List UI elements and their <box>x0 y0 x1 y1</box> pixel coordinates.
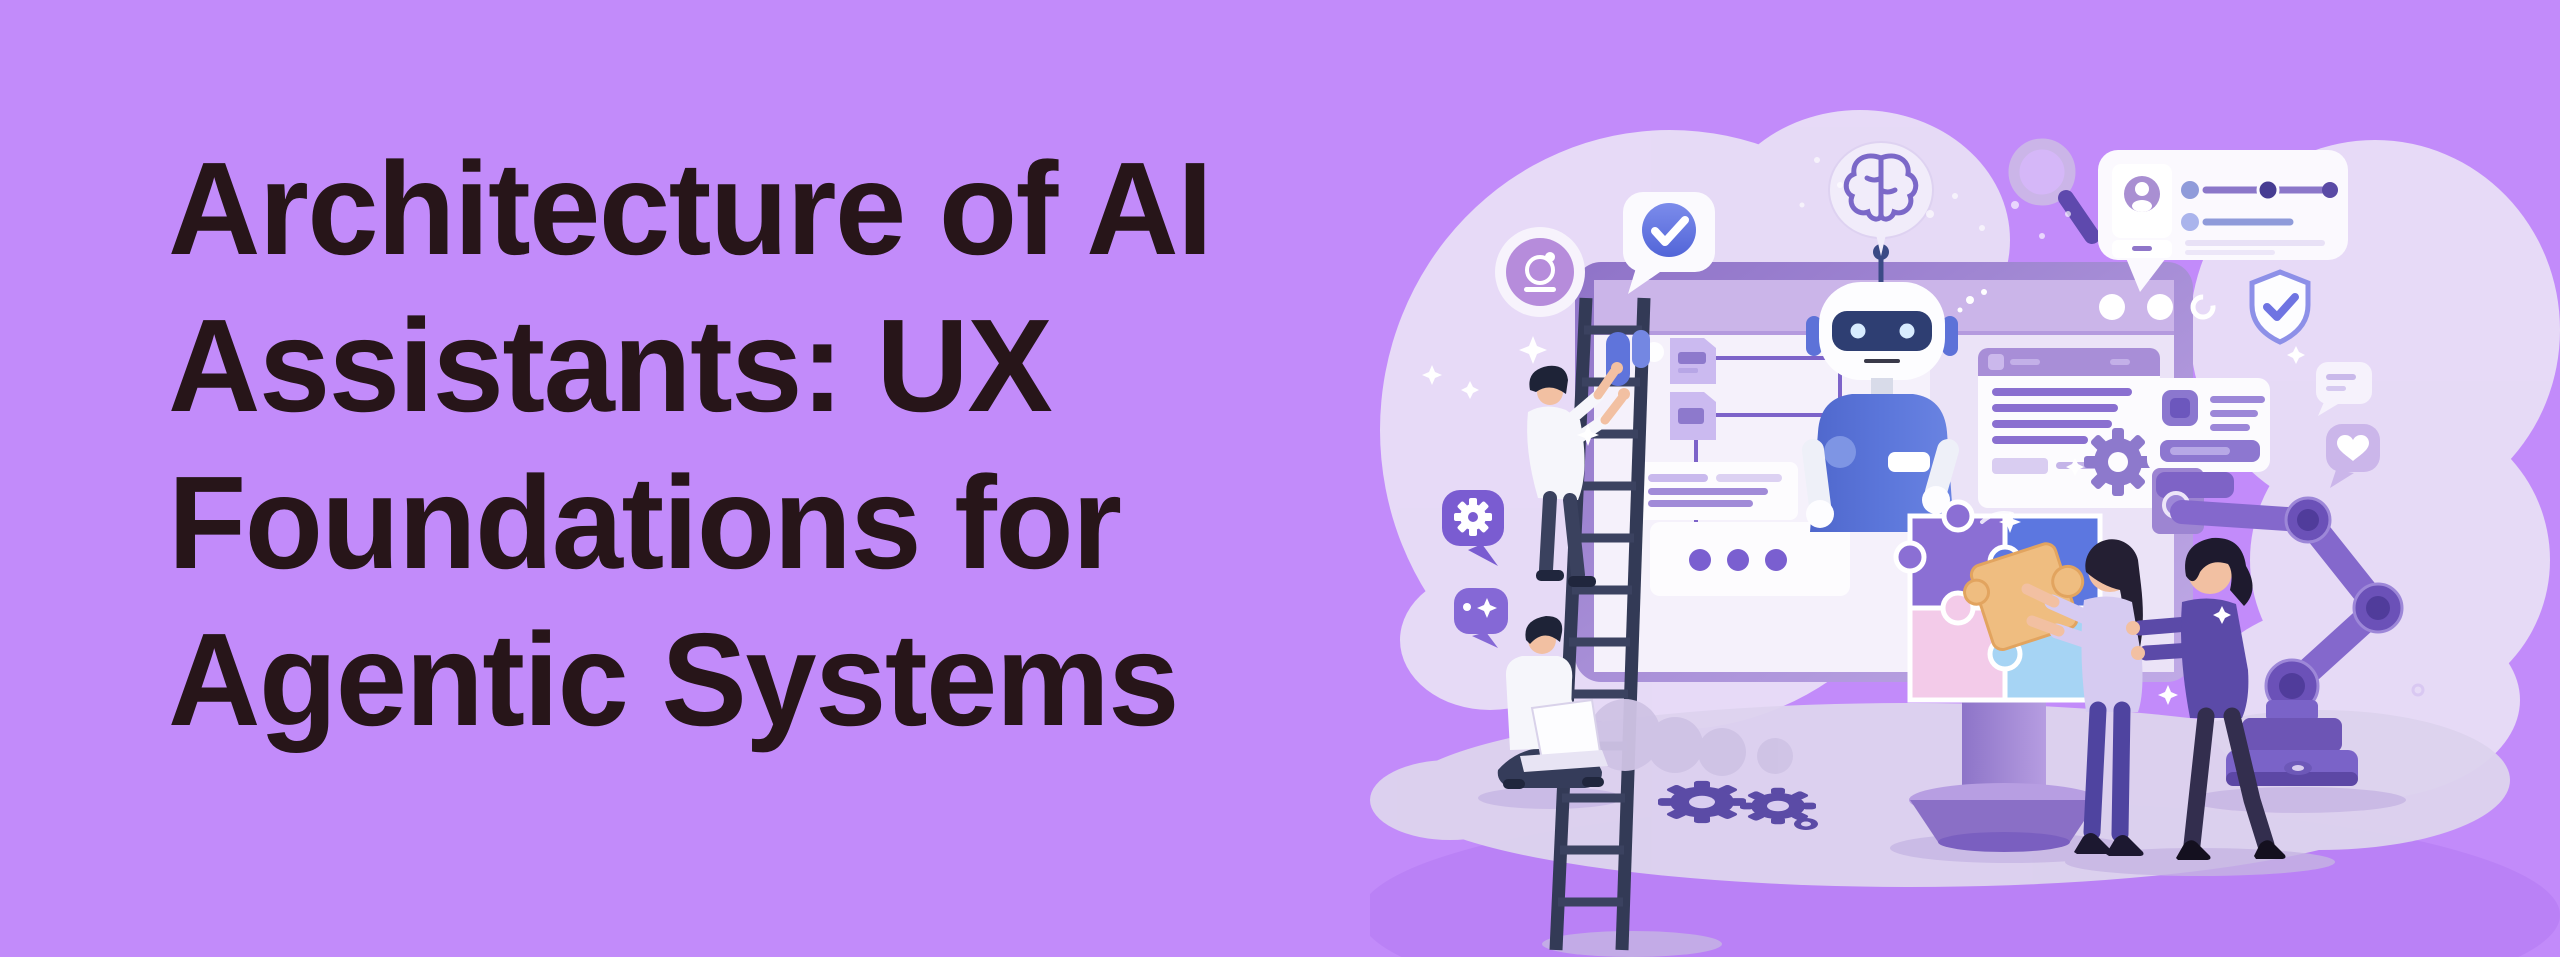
sparkle-bubble-icon <box>1454 588 1508 648</box>
robot-ear <box>1806 316 1822 356</box>
person-climbing-ladder <box>1527 362 1630 587</box>
robot-eye <box>1850 323 1866 339</box>
title-line-2: Assistants: UX <box>168 292 1053 439</box>
title-line-4: Agentic Systems <box>168 606 1179 753</box>
gear-bubble-icon <box>1442 490 1504 566</box>
window-ring-icon <box>2190 294 2216 320</box>
magnifier-icon <box>2008 138 2100 244</box>
robotic-arm <box>2156 472 2404 786</box>
slider-knob <box>2256 178 2280 202</box>
settings-sliders-card <box>2098 150 2348 292</box>
screen-sparkle-dots <box>1957 289 1987 313</box>
title-line-3: Foundations for <box>168 449 1122 596</box>
laptop <box>1520 698 1608 772</box>
ground-gears <box>1658 761 2312 830</box>
window-dot-icon <box>2147 294 2173 320</box>
document-panel <box>1978 348 2160 508</box>
robot-visor <box>1832 311 1932 351</box>
check-bubble-icon <box>1623 192 1715 294</box>
ellipsis-card <box>1650 522 1850 596</box>
sparkles <box>1422 157 2425 705</box>
chat-bubble-icon <box>2316 362 2372 416</box>
robot-mascot <box>1802 244 1958 532</box>
brain-icon <box>1828 141 1934 256</box>
ground-shadows <box>1478 787 2406 957</box>
text-card <box>1636 462 1798 520</box>
robot-hand <box>1806 500 1834 528</box>
window-dot-icon <box>2099 294 2125 320</box>
robot-ear <box>1942 316 1958 356</box>
cloud-puffs <box>1589 699 1793 776</box>
title-line-1: Architecture of AI <box>168 135 1213 282</box>
robot-hand <box>1922 486 1950 514</box>
person-woman-light-top <box>2021 539 2144 856</box>
person-sitting-laptop <box>1497 616 1608 789</box>
robot-torso <box>1810 394 1954 532</box>
robot-eye <box>1899 323 1915 339</box>
heart-bubble-icon <box>2326 424 2380 488</box>
banner-title: Architecture of AI Assistants: UX Founda… <box>168 130 1213 758</box>
shield-check-icon <box>2249 269 2311 345</box>
illustration-svg <box>1370 110 2560 957</box>
assistant-badge-icon <box>1495 227 1585 317</box>
hero-illustration <box>1370 0 2560 957</box>
robot-arm-over-puzzle <box>1922 439 1959 514</box>
person-woman-dark-sweater <box>2126 537 2286 860</box>
